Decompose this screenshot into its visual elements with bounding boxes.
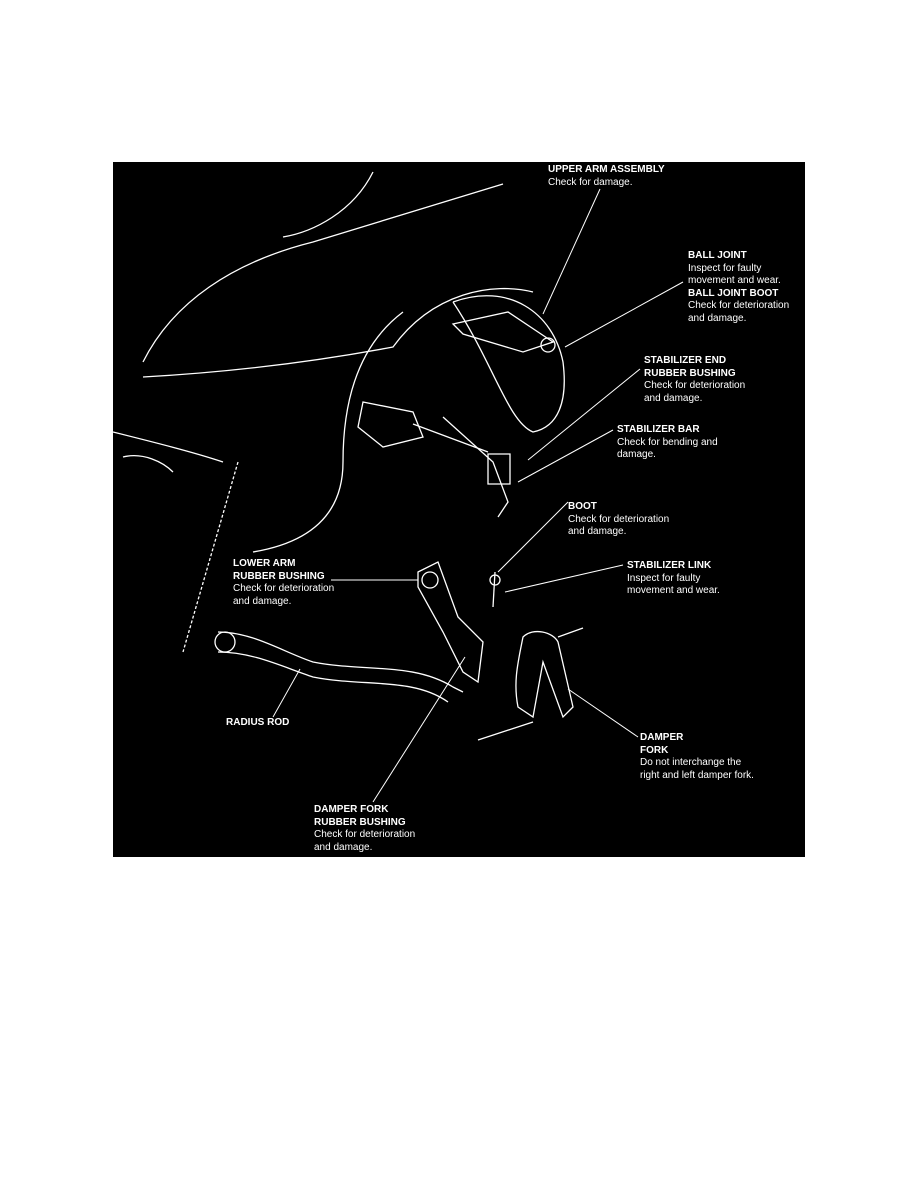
suspension-diagram: UPPER ARM ASSEMBLY Check for damage. BAL… xyxy=(113,162,805,857)
tie-rod xyxy=(412,423,489,453)
drive-axle-boot xyxy=(357,401,424,448)
leader-lower-left xyxy=(182,461,239,653)
label-damper-fork: DAMPER FORK Do not interchange the right… xyxy=(640,732,754,781)
radius-rod xyxy=(217,631,464,703)
ball-joint xyxy=(540,337,556,353)
lower-arm-bushing xyxy=(421,571,439,589)
damper-fork xyxy=(515,630,574,719)
label-stabilizer-bar: STABILIZER BAR Check for bending and dam… xyxy=(617,424,718,461)
label-stabilizer-end-bushing: STABILIZER END RUBBER BUSHING Check for … xyxy=(644,355,746,404)
lower-arm xyxy=(417,561,484,684)
wheel-well-arc xyxy=(142,287,534,378)
suspension-line-art xyxy=(113,171,684,803)
stabilizer-bushing xyxy=(487,453,511,485)
label-boot: BOOT Check for deterioration and damage. xyxy=(568,501,670,538)
leader-lines xyxy=(272,188,684,803)
inner-panel xyxy=(252,311,404,553)
left-bracket xyxy=(113,431,224,473)
upper-arm xyxy=(451,311,555,353)
label-upper-arm-assembly: UPPER ARM ASSEMBLY Check for damage. xyxy=(548,164,665,188)
label-stabilizer-link: STABILIZER LINK Inspect for faulty movem… xyxy=(627,560,720,597)
label-ball-joint: BALL JOINT Inspect for faulty movement a… xyxy=(688,250,790,324)
fork-top-bolt xyxy=(557,627,584,638)
label-lower-arm-bushing: LOWER ARM RUBBER BUSHING Check for deter… xyxy=(233,558,335,607)
damper-body xyxy=(452,295,565,433)
label-radius-rod: RADIUS ROD xyxy=(226,717,290,728)
stabilizer-bar xyxy=(442,416,509,518)
radius-rod-bushing xyxy=(214,631,236,653)
fender-edge xyxy=(282,171,374,238)
fork-bolt xyxy=(477,721,534,741)
stabilizer-link xyxy=(492,571,496,608)
link-boot xyxy=(489,574,501,586)
label-damper-fork-bushing: DAMPER FORK RUBBER BUSHING Check for det… xyxy=(314,804,416,853)
body-panel-outline xyxy=(142,183,504,363)
